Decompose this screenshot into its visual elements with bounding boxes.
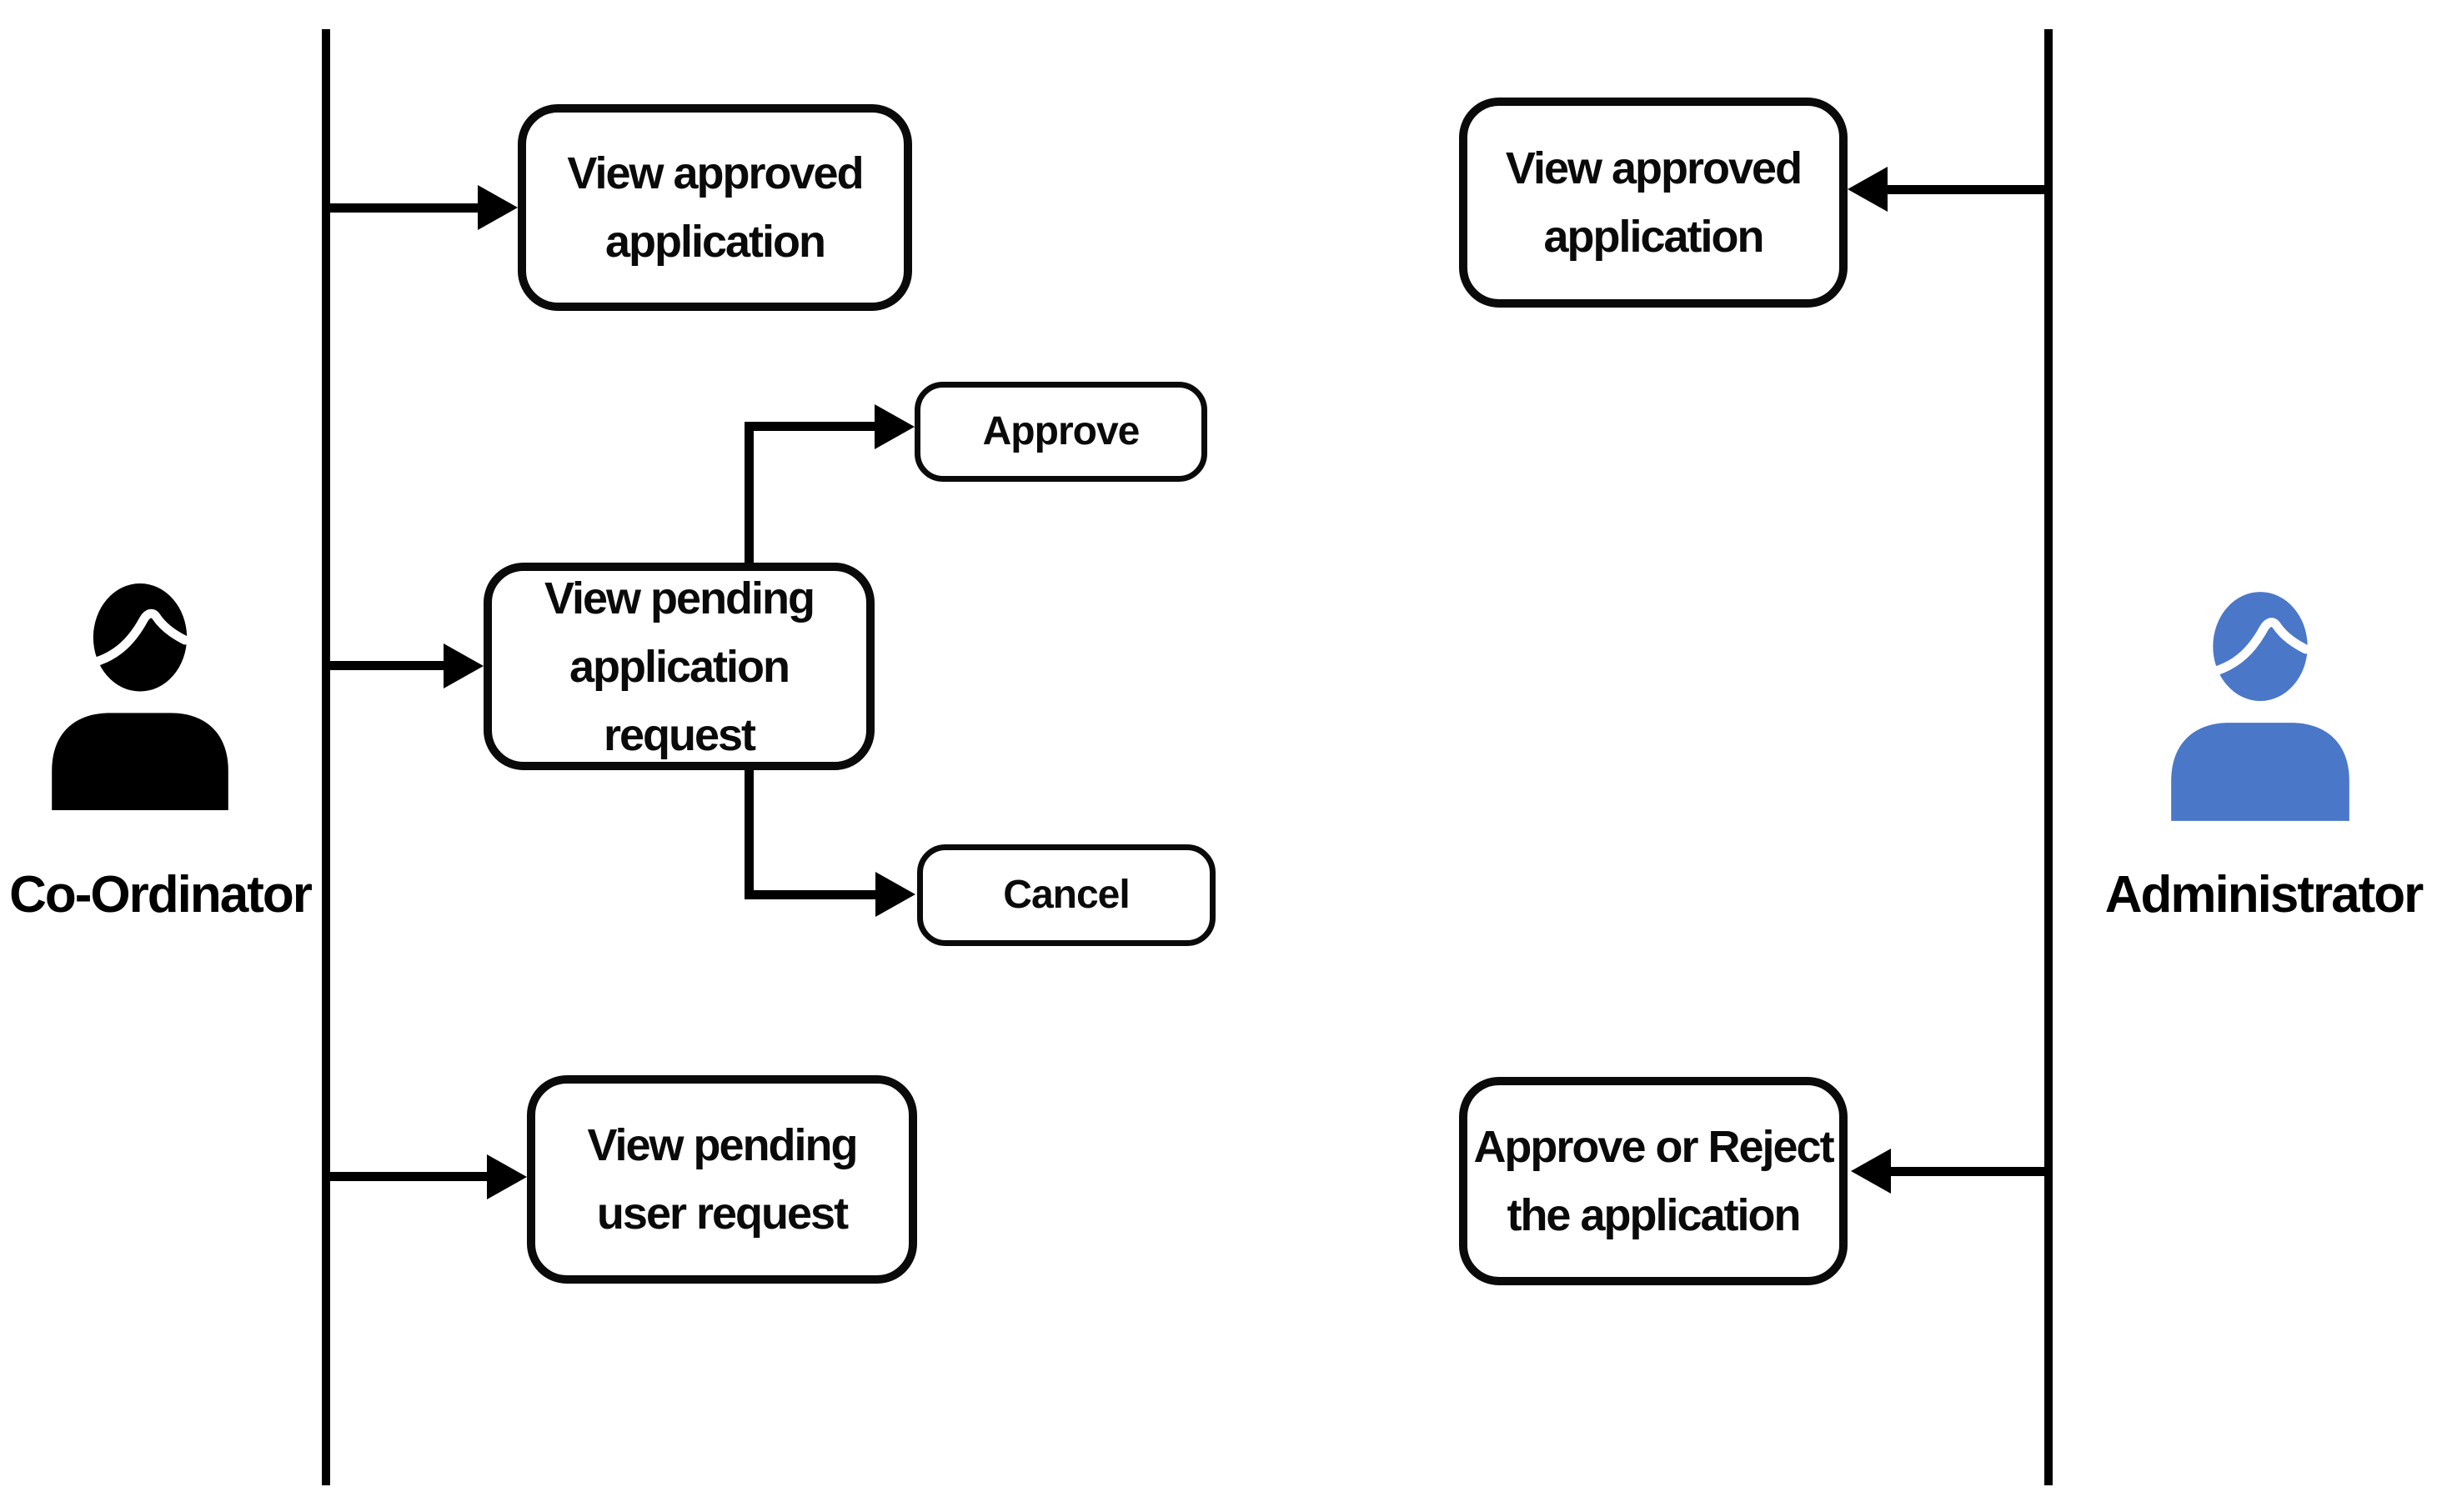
arrowhead-administrator-to-approve-reject [1851, 1149, 1891, 1194]
administrator-label: Administrator [2104, 866, 2424, 924]
coordinator-person-icon [52, 583, 228, 810]
arrow-coordinator-to-view-pending-user [330, 1172, 487, 1181]
node-approve-or-reject-application: Approve or Reject the application [1459, 1077, 1848, 1285]
arrowhead-to-approve [875, 404, 915, 449]
arrowhead-coordinator-to-view-pending-application [444, 643, 484, 688]
arrowhead-coordinator-to-view-approved [478, 185, 518, 230]
node-approve: Approve [915, 382, 1207, 482]
arrow-coordinator-to-view-approved [330, 203, 478, 213]
node-view-pending-user-request: View pending user request [527, 1075, 917, 1284]
arrow-administrator-to-view-approved [1888, 185, 2044, 194]
node-view-approved-application-right: View approved application [1459, 98, 1848, 308]
coordinator-label: Co-Ordinator [9, 866, 313, 924]
elbow-vertical-to-approve [745, 423, 754, 563]
arrow-coordinator-to-view-pending-application [330, 661, 444, 670]
arrowhead-administrator-to-view-approved [1848, 167, 1888, 212]
arrow-administrator-to-approve-reject [1891, 1167, 2044, 1176]
elbow-horizontal-to-cancel [745, 890, 875, 899]
node-view-approved-application-left: View approved application [518, 104, 912, 311]
administrator-person-icon [2171, 592, 2349, 821]
elbow-vertical-to-cancel [745, 770, 754, 899]
administrator-lifeline [2044, 29, 2053, 1485]
coordinator-lifeline [322, 29, 330, 1485]
arrowhead-coordinator-to-view-pending-user [487, 1154, 527, 1199]
elbow-horizontal-to-approve [745, 422, 875, 431]
node-view-pending-application-request: View pending application request [484, 563, 875, 770]
arrowhead-to-cancel [875, 872, 915, 917]
node-cancel: Cancel [917, 844, 1216, 946]
